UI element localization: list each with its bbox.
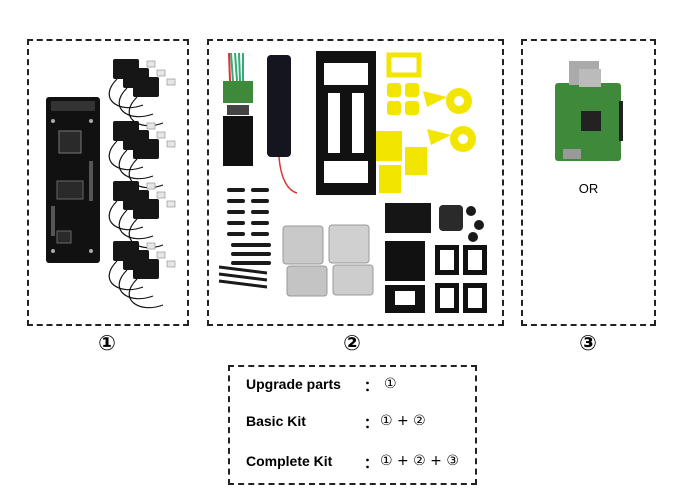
link-rods xyxy=(218,188,271,289)
kit-1-panel xyxy=(27,39,189,326)
servo-cable xyxy=(128,278,164,309)
long-link-rod xyxy=(218,265,268,275)
link-rod xyxy=(251,199,269,203)
battery-holder xyxy=(267,55,298,194)
summary-label: Upgrade parts xyxy=(246,376,341,392)
summary-label: Complete Kit xyxy=(246,453,333,469)
servo-mount xyxy=(385,203,431,233)
black-frame-parts xyxy=(385,203,487,313)
kit-1-illustration xyxy=(46,59,176,309)
kit-1-number: ① xyxy=(98,331,116,355)
foot-cap xyxy=(474,220,484,230)
yellow-panel xyxy=(405,147,427,175)
servo-cable xyxy=(108,78,144,109)
servo-horn xyxy=(146,182,156,190)
link-rod xyxy=(227,188,245,192)
screw-bags xyxy=(282,224,374,297)
summary-separator: ： xyxy=(364,455,378,471)
servo xyxy=(133,199,159,219)
camera-module xyxy=(223,52,253,166)
yellow-block xyxy=(405,83,419,97)
summary-row-complete: Complete Kit ： ① + ② + ③ xyxy=(246,453,459,471)
servo-horn xyxy=(146,242,156,250)
or-label: OR xyxy=(578,181,599,196)
battery-plate xyxy=(385,241,425,281)
kit-2-number: ② xyxy=(343,331,361,355)
link-rod xyxy=(227,199,245,203)
servo-cable xyxy=(118,209,154,240)
kit-2-panel xyxy=(207,39,504,326)
summary-value: ① + ② xyxy=(380,413,426,429)
foot-cap xyxy=(468,232,478,242)
servo-horn xyxy=(166,200,176,208)
servo-cable xyxy=(118,87,154,118)
servo-horn xyxy=(156,191,166,199)
summary-value: ① xyxy=(384,376,397,392)
yellow-block xyxy=(405,101,419,115)
cover-part xyxy=(439,205,463,231)
servo-horn xyxy=(146,122,156,130)
servo xyxy=(133,139,159,159)
servo-cable xyxy=(118,269,154,300)
link-rod xyxy=(231,243,271,247)
controller-board xyxy=(46,97,100,263)
long-link-rod xyxy=(218,272,268,282)
kit-3-panel: OR xyxy=(521,39,656,326)
main-frame-plate xyxy=(316,51,376,195)
yellow-bracket xyxy=(386,52,422,78)
servo xyxy=(133,77,159,97)
link-rod xyxy=(251,221,269,225)
servo xyxy=(133,259,159,279)
link-rod xyxy=(227,210,245,214)
servo-cable xyxy=(108,200,144,231)
link-rod xyxy=(227,221,245,225)
kit-3-number: ③ xyxy=(579,331,597,355)
foot-cap xyxy=(466,206,476,216)
link-rod xyxy=(251,232,269,236)
summary-separator: ： xyxy=(364,378,378,394)
servo-cable xyxy=(128,96,164,127)
long-link-rod xyxy=(218,279,268,289)
link-rod xyxy=(231,261,271,265)
yellow-block xyxy=(387,83,401,97)
servo-motors xyxy=(108,59,176,309)
servo-cable xyxy=(108,140,144,171)
kit-summary: Upgrade parts ： ① Basic Kit ： ① + ② Comp… xyxy=(228,365,477,485)
yellow-panel xyxy=(379,165,401,193)
summary-row-basic: Basic Kit ： ① + ② xyxy=(246,413,426,431)
yellow-parts xyxy=(376,52,476,193)
servo-horn xyxy=(166,78,176,86)
servo-horn xyxy=(166,260,176,268)
servo-horn xyxy=(166,140,176,148)
servo-cable xyxy=(108,260,144,291)
link-rod xyxy=(227,232,245,236)
summary-label: Basic Kit xyxy=(246,413,306,429)
servo-horn xyxy=(156,69,166,77)
kit-3-illustration xyxy=(555,61,623,161)
summary-value: ① + ② + ③ xyxy=(380,453,459,469)
summary-row-upgrade: Upgrade parts ： ① xyxy=(246,376,397,394)
kit-2-illustration xyxy=(218,51,487,313)
servo-horn xyxy=(156,131,166,139)
servo-cable xyxy=(118,149,154,180)
summary-separator: ： xyxy=(364,415,378,431)
yellow-panel xyxy=(376,131,402,161)
link-rod xyxy=(231,252,271,256)
yellow-block xyxy=(387,101,401,115)
servo-horn xyxy=(156,251,166,259)
raspberry-pi-board xyxy=(555,61,623,161)
link-rod xyxy=(251,188,269,192)
link-rod xyxy=(251,210,269,214)
servo-horn xyxy=(146,60,156,68)
